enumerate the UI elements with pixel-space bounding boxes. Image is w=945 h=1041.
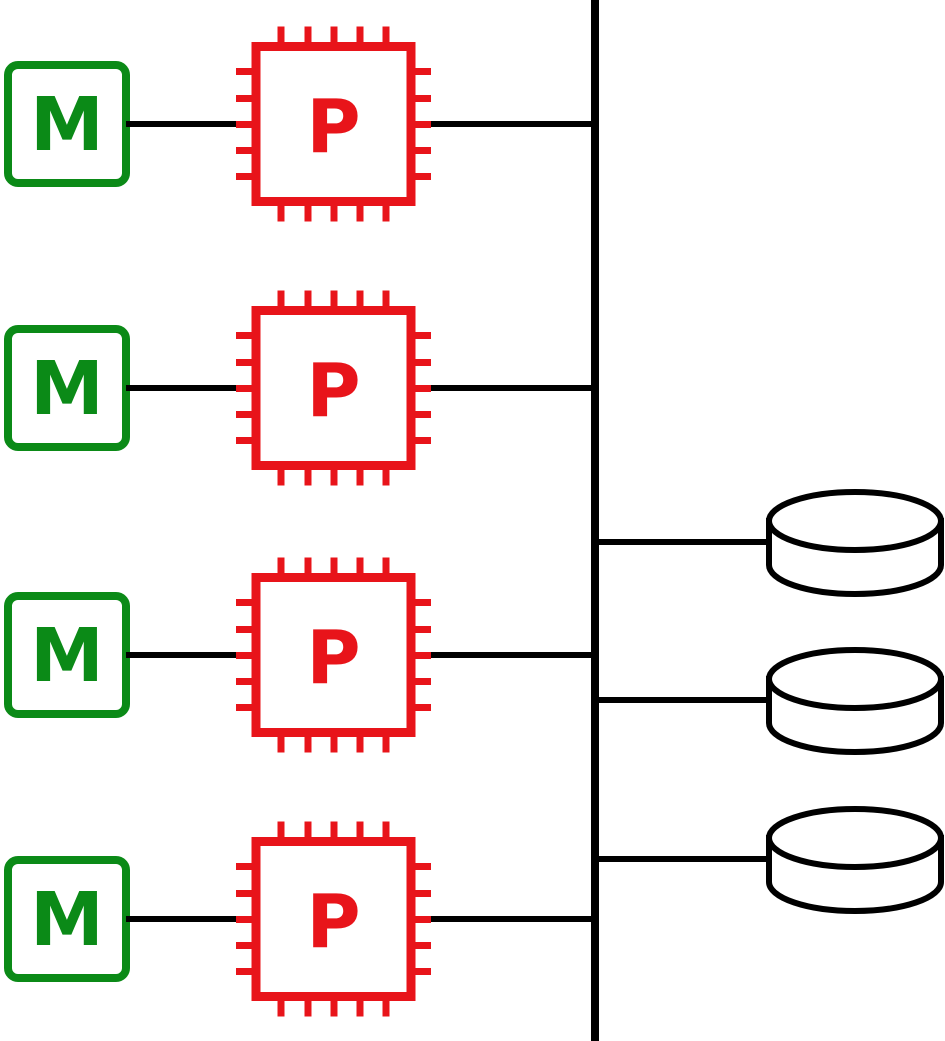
processor-box bbox=[251, 573, 416, 737]
storage-disk bbox=[595, 647, 944, 755]
processor-box bbox=[251, 837, 416, 1001]
processor-label: P bbox=[306, 615, 360, 701]
memory-module: M bbox=[4, 856, 130, 982]
memory-label: M bbox=[30, 346, 104, 432]
processor-box bbox=[251, 306, 416, 470]
processor-label: P bbox=[306, 84, 360, 170]
disk-top bbox=[766, 489, 944, 553]
memory-module: M bbox=[4, 592, 130, 718]
memory-module: M bbox=[4, 325, 130, 451]
processor-box bbox=[251, 42, 416, 206]
processor-chip: P bbox=[236, 290, 431, 486]
processor-label: P bbox=[306, 348, 360, 434]
disk-icon bbox=[766, 647, 944, 755]
memory-label: M bbox=[30, 82, 104, 168]
disk-icon bbox=[766, 489, 944, 597]
processor-chip: P bbox=[236, 557, 431, 753]
storage-disk bbox=[595, 806, 944, 914]
disk-top bbox=[766, 806, 944, 870]
disk-icon bbox=[766, 806, 944, 914]
memory-label: M bbox=[30, 613, 104, 699]
processor-chip: P bbox=[236, 26, 431, 222]
disk-top bbox=[766, 647, 944, 711]
storage-disk bbox=[595, 489, 944, 597]
processor-label: P bbox=[306, 879, 360, 965]
disks-layer bbox=[595, 489, 944, 914]
memory-label: M bbox=[30, 877, 104, 963]
memory-module: M bbox=[4, 61, 130, 187]
processor-chip: P bbox=[236, 821, 431, 1017]
